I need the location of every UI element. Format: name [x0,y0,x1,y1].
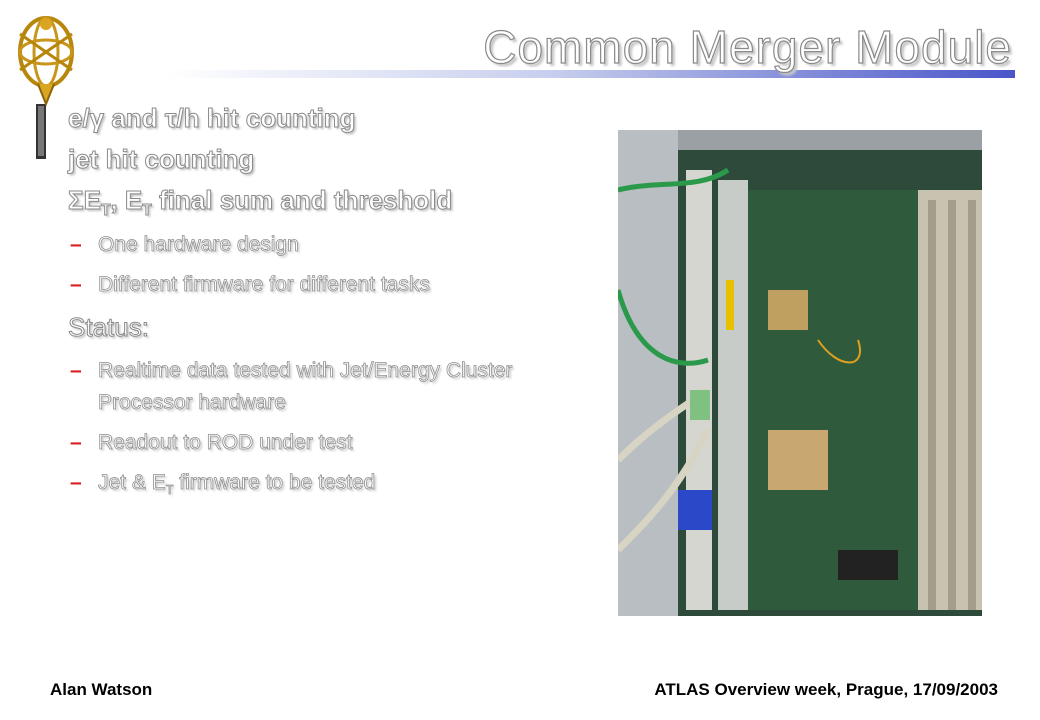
subitem-jet-firmware: – Jet & ET firmware to be tested [68,467,558,506]
slide-title: Common Merger Module [483,20,1012,73]
title-underline-bar [165,70,1015,78]
hardware-photo [618,130,982,616]
bullet-egamma: e/γ and τ/h hit counting [68,103,357,134]
subitem-firmware: – Different firmware for different tasks [68,269,558,301]
subitem-readout: – Readout to ROD under test [68,427,558,459]
dash-icon: – [70,471,82,494]
dash-icon: – [70,233,82,256]
footer-event: ATLAS Overview week, Prague, 17/09/2003 [654,680,998,699]
dash-icon: – [70,273,82,296]
subitem-realtime: – Realtime data tested with Jet/Energy C… [68,355,538,419]
atlas-logo-icon [18,16,74,159]
subitem-hardware: – One hardware design [68,229,558,261]
slide-content: e/γ and τ/h hit counting jet hit countin… [68,98,588,506]
bullet-sum-et: ΣET, ET final sum and threshold [68,185,453,220]
dash-icon: – [70,359,82,382]
footer-author: Alan Watson [50,680,153,699]
status-heading: Status: [68,312,150,343]
bullet-jet: jet hit counting [68,144,255,175]
dash-icon: – [70,431,82,454]
